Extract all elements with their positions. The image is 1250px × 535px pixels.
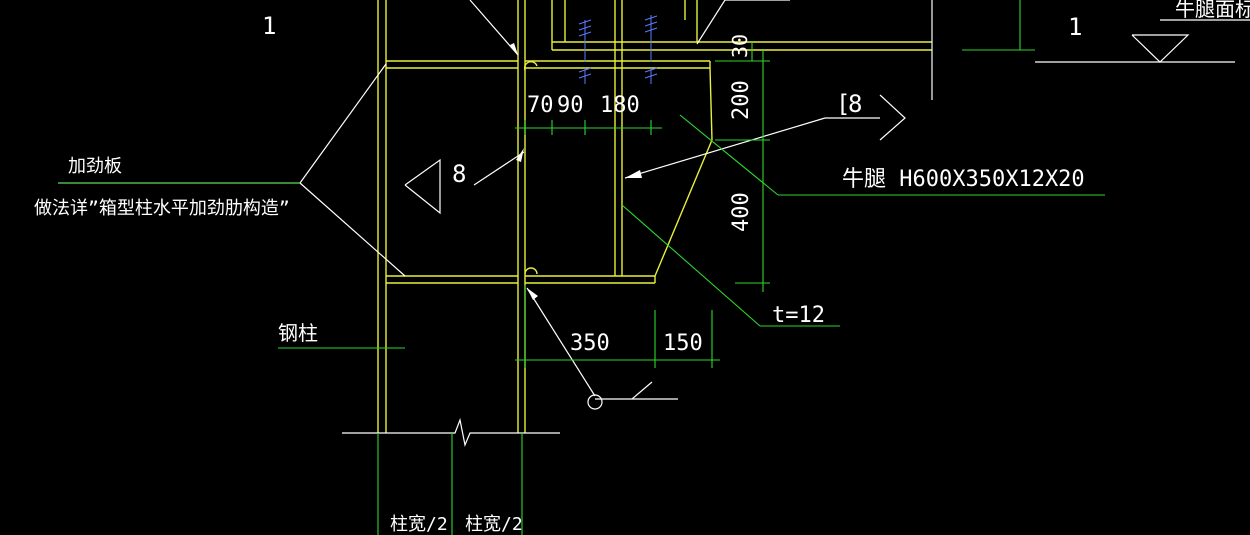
corbel-beam xyxy=(523,0,932,284)
stiffener-note: 做法详”箱型柱水平加劲肋构造” xyxy=(34,198,290,219)
col-half-width-left: 柱宽/2 xyxy=(390,514,448,535)
steel-column xyxy=(342,0,560,535)
corbel-spec: 牛腿 H600X350X12X20 xyxy=(842,167,1085,192)
col-half-width-right: 柱宽/2 xyxy=(465,514,523,535)
dim-150: 150 xyxy=(663,331,703,356)
dim-350: 350 xyxy=(570,331,610,356)
section-mark-right: 1 xyxy=(1068,13,1082,41)
dim-200: 200 xyxy=(729,80,754,120)
weld-size-left: 8 xyxy=(452,160,466,188)
stiffener-title: 加劲板 xyxy=(68,156,122,177)
dim-400: 400 xyxy=(729,192,754,232)
corbel-elevation-label: 牛腿面标高 xyxy=(1175,0,1250,21)
weld-bracket-mark: [ xyxy=(836,90,850,118)
weld-size-right: 8 xyxy=(848,90,862,118)
dimension-lines xyxy=(58,0,1105,368)
dim-90: 90 xyxy=(557,93,584,118)
dim-180: 180 xyxy=(600,93,640,118)
thickness-label: t=12 xyxy=(772,303,825,328)
section-mark-left: 1 xyxy=(262,12,276,40)
dim-30: 30 xyxy=(728,34,752,58)
steel-column-label: 钢柱 xyxy=(278,321,318,345)
bolt-group xyxy=(578,15,658,84)
dim-70: 70 xyxy=(527,93,554,118)
